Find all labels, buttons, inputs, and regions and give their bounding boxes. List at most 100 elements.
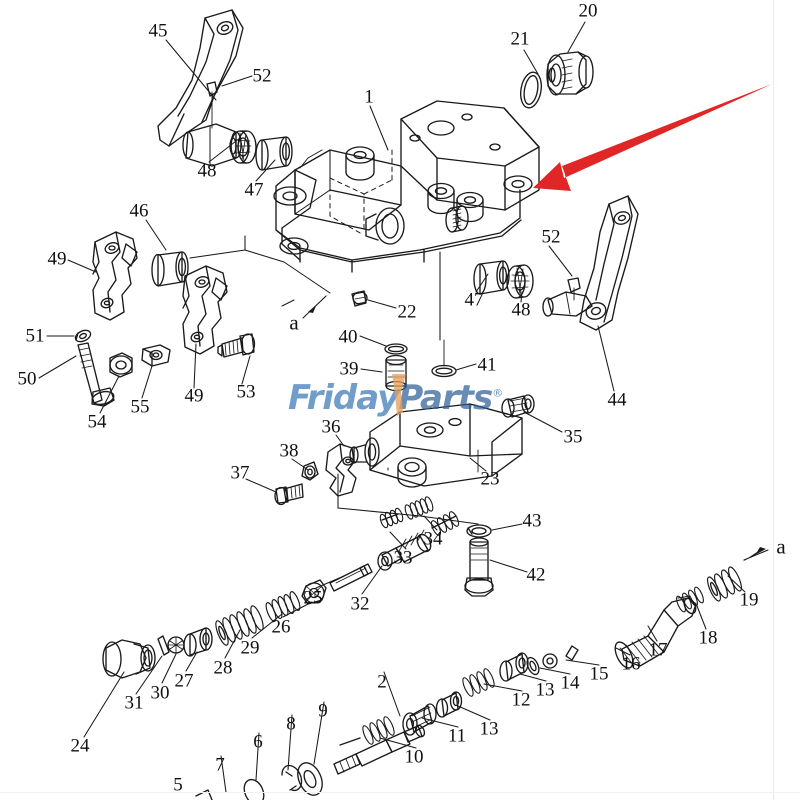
- callout-label-44: 44: [607, 389, 627, 411]
- part-42-bolt: [464, 537, 494, 597]
- callout-label-43: 43: [522, 510, 542, 532]
- part-17-relief-body: [614, 595, 697, 669]
- callout-label-36: 36: [321, 416, 341, 438]
- part-13-seat-lower: [435, 691, 463, 718]
- part-9-washer: [297, 762, 323, 796]
- callout-label-35: 35: [563, 426, 583, 448]
- part-6-ring: [243, 778, 265, 800]
- part-49-fork-upper: [92, 231, 138, 321]
- callout-label-37: 37: [230, 462, 250, 484]
- fridayparts-watermark: FridayParts®: [288, 378, 503, 418]
- callout-label-16: 16: [621, 653, 641, 675]
- part-36-bracket: [325, 443, 357, 497]
- callout-label-24: 24: [70, 735, 90, 757]
- part-2-main-spool: [333, 724, 426, 775]
- callout-label-52: 52: [541, 226, 561, 248]
- part-52-key-right: [567, 277, 581, 293]
- assembly-bracket: [189, 235, 331, 294]
- callout-label-23: 23: [480, 468, 500, 490]
- callout-label-54: 54: [87, 411, 107, 433]
- leader-lines: [38, 21, 769, 793]
- callout-label-48: 48: [197, 160, 217, 182]
- part-22-plug: [351, 290, 368, 307]
- callout-label-39: 39: [339, 358, 359, 380]
- part-27-seat: [183, 627, 213, 657]
- callout-label-47: 47: [244, 179, 264, 201]
- part-19-spring: [706, 566, 743, 602]
- part-31-pin: [157, 635, 170, 656]
- watermark-registered-mark: ®: [492, 386, 503, 400]
- part-8-snap-ring: [281, 764, 303, 792]
- callout-label-1: 1: [364, 86, 374, 108]
- callout-label-2: 2: [377, 671, 387, 693]
- part-23-lower-body: [349, 403, 523, 488]
- callout-label-32: 32: [350, 593, 370, 615]
- part-40-o-ring: [384, 343, 408, 355]
- page-edge-line-bottom: [0, 792, 800, 793]
- callout-label-53: 53: [236, 381, 256, 403]
- callout-label-13: 13: [479, 718, 499, 740]
- callout-label-34: 34: [423, 528, 443, 550]
- callout-label-46: 46: [129, 200, 149, 222]
- part-25-stem: [329, 563, 373, 592]
- callout-label-7: 7: [215, 754, 225, 776]
- callout-label-50: 50: [17, 368, 37, 390]
- callout-label-8: 8: [286, 713, 296, 735]
- callout-label-29: 29: [240, 637, 260, 659]
- callout-label-42: 42: [526, 564, 546, 586]
- callout-label-15: 15: [589, 663, 609, 685]
- callout-label-22: 22: [397, 301, 417, 323]
- part-20-relief-plug: [546, 51, 594, 96]
- callout-label-55: 55: [130, 396, 150, 418]
- part-10-spring: [339, 716, 395, 746]
- part-21-o-ring: [519, 71, 543, 109]
- callout-label-28: 28: [213, 657, 233, 679]
- callout-label-21: 21: [510, 28, 530, 50]
- part-7-partial: [195, 789, 213, 800]
- part-38-tab-washer: [301, 461, 319, 481]
- callout-label-26: 26: [271, 616, 291, 638]
- a-reference-arrow-left: [308, 293, 330, 313]
- callout-label-25: 25: [303, 587, 323, 609]
- part-14-ring: [526, 656, 540, 676]
- callout-label-30: 30: [150, 682, 170, 704]
- callout-label-52: 52: [252, 65, 272, 87]
- part-54-nut: [109, 352, 133, 378]
- watermark-orange-accent: [392, 374, 406, 416]
- callout-label-17: 17: [648, 639, 668, 661]
- assembly-bracket-2: [337, 251, 479, 525]
- watermark-text-parts: Parts: [398, 378, 493, 418]
- callout-label-5: 5: [173, 774, 183, 796]
- callout-label-45: 45: [148, 20, 168, 42]
- part-51-washer: [74, 329, 92, 343]
- callout-label-20: 20: [578, 0, 598, 22]
- callout-label-38: 38: [279, 440, 299, 462]
- callout-label-33: 33: [393, 547, 413, 569]
- callout-label-27: 27: [174, 670, 194, 692]
- callout-label-19: 19: [739, 589, 759, 611]
- part-46-bushing: [151, 251, 189, 287]
- callout-label-49: 49: [47, 248, 67, 270]
- callout-label-9: 9: [318, 700, 328, 722]
- part-37-bolt: [274, 483, 304, 506]
- part-49-fork-lower: [182, 265, 228, 355]
- part-47-bushing-upper: [255, 136, 293, 171]
- part-12-spring: [462, 668, 495, 697]
- part-24-end-cap: [102, 639, 156, 679]
- callout-label-a: a: [776, 534, 786, 559]
- callout-label-18: 18: [698, 627, 718, 649]
- part-13-seat-upper: [499, 652, 529, 682]
- part-48-bearing-upper: [230, 130, 257, 164]
- callout-label-47: 47: [464, 289, 484, 311]
- callout-label-51: 51: [25, 325, 45, 347]
- callout-label-41: 41: [477, 354, 497, 376]
- part-53-short-bolt: [217, 333, 256, 358]
- part-35-plug: [501, 394, 535, 418]
- callout-label-14: 14: [560, 672, 580, 694]
- callout-label-11: 11: [447, 725, 467, 747]
- part-33-spring: [379, 507, 404, 529]
- callout-label-49: 49: [184, 385, 204, 407]
